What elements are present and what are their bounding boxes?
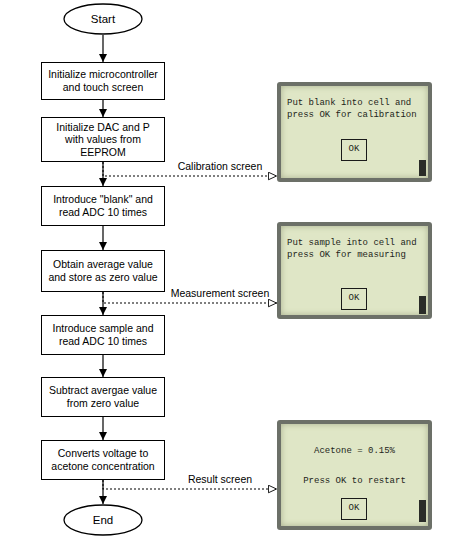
terminal-oval: Start <box>63 3 143 35</box>
lcd-screen: Put sample into cell and press OK for me… <box>277 222 432 319</box>
node-text: Initialize microcontroller and touch scr… <box>46 68 160 93</box>
node-text: Acetone = 0.15% <box>281 446 428 458</box>
flow-arrow <box>102 480 103 504</box>
oval-shape <box>64 505 142 535</box>
node-text: End <box>93 514 113 526</box>
node-text: Introduce sample and read ADC 10 times <box>46 322 160 347</box>
process-box: Subtract avergae value from zero value <box>41 377 165 417</box>
node-text: OK <box>342 503 366 515</box>
edge-label: Calibration screen <box>165 160 275 172</box>
process-box: Obtain average value and store as zero v… <box>41 250 165 292</box>
flow-arrow <box>102 355 103 377</box>
node-text: Initialize DAC and P with values from EE… <box>46 121 160 159</box>
node-text: OK <box>342 144 366 156</box>
lcd-screen: Put blank into cell and press OK for cal… <box>277 82 432 182</box>
process-box: Initialize microcontroller and touch scr… <box>41 62 165 100</box>
flow-arrow <box>102 226 103 250</box>
process-box: Converts voltage to acetone concentratio… <box>41 440 165 480</box>
ok-button: OK <box>341 288 367 310</box>
flow-arrow <box>102 35 103 62</box>
ok-button: OK <box>341 498 367 520</box>
node-text: OK <box>342 293 366 305</box>
process-box: Introduce "blank" and read ADC 10 times <box>41 186 165 226</box>
node-text: Converts voltage to acetone concentratio… <box>46 447 160 472</box>
edge-label: Measurement screen <box>165 287 275 299</box>
ok-button: OK <box>341 139 367 161</box>
flow-arrow <box>102 100 103 117</box>
lcd-screen: Acetone = 0.15% Press OK to restartOK <box>277 420 432 530</box>
node-text: Obtain average value and store as zero v… <box>46 258 160 283</box>
node-text: Start <box>91 13 115 25</box>
terminal-oval: End <box>63 504 143 536</box>
flow-arrow <box>102 417 103 440</box>
oval-shape <box>64 4 142 34</box>
node-text: Press OK to restart <box>281 476 428 488</box>
process-box: Initialize DAC and P with values from EE… <box>41 117 165 162</box>
node-text: Introduce "blank" and read ADC 10 times <box>46 193 160 218</box>
node-text: Subtract avergae value from zero value <box>46 384 160 409</box>
process-box: Introduce sample and read ADC 10 times <box>41 315 165 355</box>
node-text: Put sample into cell and press OK for me… <box>281 238 428 261</box>
node-text: Put blank into cell and press OK for cal… <box>281 98 428 121</box>
edge-label: Result screen <box>165 473 275 485</box>
flow-arrow <box>102 292 103 315</box>
